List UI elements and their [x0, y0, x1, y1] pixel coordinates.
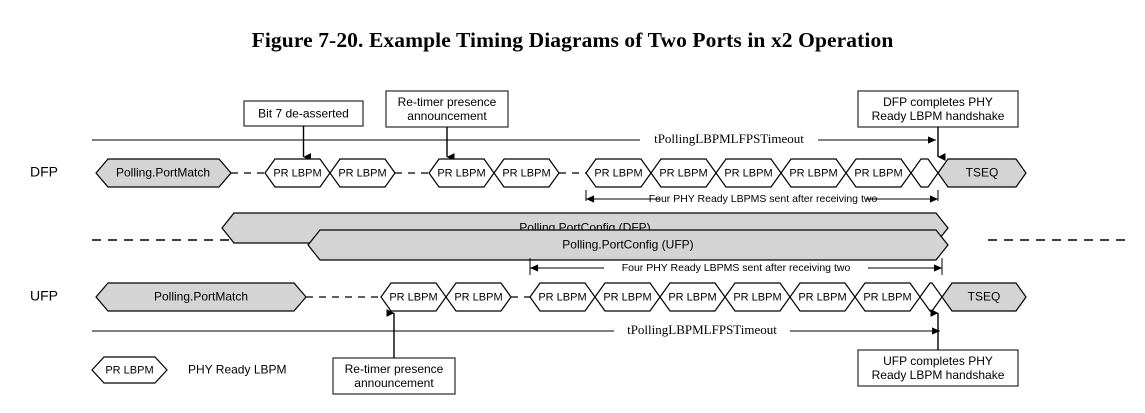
ufp-four-lbpms-measure: Four PHY Ready LBPMS sent after receivin…	[529, 258, 943, 275]
portconfig-ufp-label: Polling.PortConfig (UFP)	[562, 238, 693, 252]
ufp-prlbpm-8-label: PR LBPM	[863, 291, 911, 303]
callout-bit7-label: Bit 7 de-asserted	[258, 107, 349, 121]
ufp-timeout-measure: tPollingLBPMLFPSTimeout	[92, 322, 941, 337]
row-label-dfp: DFP	[30, 164, 58, 180]
callout-retimer-top-line1: Re-timer presence	[398, 95, 497, 109]
dfp-portmatch-label: Polling.PortMatch	[116, 166, 210, 180]
dfp-prlbpm-6: PR LBPM	[650, 158, 717, 188]
ufp-prlbpm-8: PR LBPM	[854, 282, 921, 312]
dfp-prlbpm-4-label: PR LBPM	[502, 167, 550, 179]
dfp-state-sequence: Polling.PortMatch PR LBPM PR LBPM PR LBP…	[95, 158, 1027, 188]
ufp-state-sequence: Polling.PortMatch PR LBPM PR LBPM PR LBP…	[95, 282, 1027, 312]
dfp-tseq-label: TSEQ	[966, 166, 999, 180]
legend: PR LBPM PHY Ready LBPM	[91, 356, 287, 384]
legend-symbol-label: PR LBPM	[105, 364, 153, 376]
dfp-state-polling-portmatch: Polling.PortMatch	[95, 158, 232, 188]
ufp-timeout-label: tPollingLBPMLFPSTimeout	[627, 322, 777, 337]
callout-dfp-completes-handshake: DFP completes PHY Ready LBPM handshake	[857, 90, 1019, 161]
dfp-prlbpm-9: PR LBPM	[845, 158, 912, 188]
callout-ufp-completes-handshake: UFP completes PHY Ready LBPM handshake	[857, 309, 1019, 387]
ufp-prlbpm-2-label: PR LBPM	[454, 291, 502, 303]
ufp-prlbpm-3: PR LBPM	[529, 282, 596, 312]
ufp-portmatch-label: Polling.PortMatch	[154, 290, 248, 304]
ufp-prlbpm-1: PR LBPM	[380, 282, 447, 312]
figure-title: Figure 7-20. Example Timing Diagrams of …	[251, 28, 894, 52]
ufp-state-polling-portmatch: Polling.PortMatch	[95, 282, 307, 312]
callout-ufp-complete-line2: Ready LBPM handshake	[872, 368, 1005, 382]
bar-polling-portconfig-ufp: Polling.PortConfig (UFP)	[307, 229, 949, 261]
dfp-prlbpm-3-label: PR LBPM	[437, 167, 485, 179]
dfp-prlbpm-7: PR LBPM	[715, 158, 782, 188]
dfp-four-lbpms-measure: Four PHY Ready LBPMS sent after receivin…	[585, 190, 939, 205]
dfp-prlbpm-9-label: PR LBPM	[854, 167, 902, 179]
callout-retimer-presence-bottom: Re-timer presence announcement	[332, 309, 456, 395]
ufp-prlbpm-7-label: PR LBPM	[798, 291, 846, 303]
ufp-prlbpm-3-label: PR LBPM	[538, 291, 586, 303]
callout-retimer-bottom-line2: announcement	[354, 376, 434, 390]
ufp-prlbpm-9	[919, 282, 943, 312]
dfp-prlbpm-10	[910, 158, 939, 188]
ufp-state-tseq: TSEQ	[941, 282, 1027, 312]
ufp-tseq-label: TSEQ	[968, 290, 1001, 304]
dfp-timeout-label: tPollingLBPMLFPSTimeout	[654, 131, 804, 146]
ufp-prlbpm-6-label: PR LBPM	[733, 291, 781, 303]
dfp-timeout-measure: tPollingLBPMLFPSTimeout	[92, 131, 937, 146]
dfp-prlbpm-2: PR LBPM	[329, 158, 396, 188]
dfp-prlbpm-5-label: PR LBPM	[594, 167, 642, 179]
dfp-prlbpm-3: PR LBPM	[428, 158, 495, 188]
ufp-prlbpm-2: PR LBPM	[445, 282, 512, 312]
ufp-prlbpm-6: PR LBPM	[724, 282, 791, 312]
ufp-prlbpm-1-label: PR LBPM	[389, 291, 437, 303]
legend-meaning: PHY Ready LBPM	[188, 363, 287, 377]
dfp-prlbpm-8-label: PR LBPM	[789, 167, 837, 179]
dfp-state-tseq: TSEQ	[937, 158, 1027, 188]
dfp-prlbpm-6-label: PR LBPM	[659, 167, 707, 179]
dfp-prlbpm-1: PR LBPM	[264, 158, 331, 188]
dfp-prlbpm-7-label: PR LBPM	[724, 167, 772, 179]
callout-retimer-top-line2: announcement	[407, 109, 487, 123]
callout-dfp-complete-line2: Ready LBPM handshake	[872, 109, 1005, 123]
dfp-prlbpm-1-label: PR LBPM	[273, 167, 321, 179]
callout-retimer-bottom-line1: Re-timer presence	[345, 362, 444, 376]
dfp-prlbpm-5: PR LBPM	[585, 158, 652, 188]
ufp-prlbpm-5-label: PR LBPM	[668, 291, 716, 303]
legend-hex-symbol: PR LBPM	[91, 356, 168, 384]
ufp-prlbpm-4: PR LBPM	[594, 282, 661, 312]
dfp-four-lbpms-label: Four PHY Ready LBPMS sent after receivin…	[649, 193, 878, 205]
dfp-prlbpm-2-label: PR LBPM	[338, 167, 386, 179]
ufp-prlbpm-4-label: PR LBPM	[603, 291, 651, 303]
row-label-ufp: UFP	[30, 288, 58, 304]
callout-retimer-presence-top: Re-timer presence announcement	[385, 90, 509, 161]
callout-bit7-deasserted: Bit 7 de-asserted	[243, 100, 364, 161]
dfp-prlbpm-4: PR LBPM	[493, 158, 560, 188]
ufp-four-lbpms-label: Four PHY Ready LBPMS sent after receivin…	[622, 262, 851, 274]
callout-ufp-complete-line1: UFP completes PHY	[883, 354, 993, 368]
ufp-prlbpm-7: PR LBPM	[789, 282, 856, 312]
callout-dfp-complete-line1: DFP completes PHY	[883, 95, 993, 109]
dfp-prlbpm-8: PR LBPM	[780, 158, 847, 188]
ufp-prlbpm-5: PR LBPM	[659, 282, 726, 312]
